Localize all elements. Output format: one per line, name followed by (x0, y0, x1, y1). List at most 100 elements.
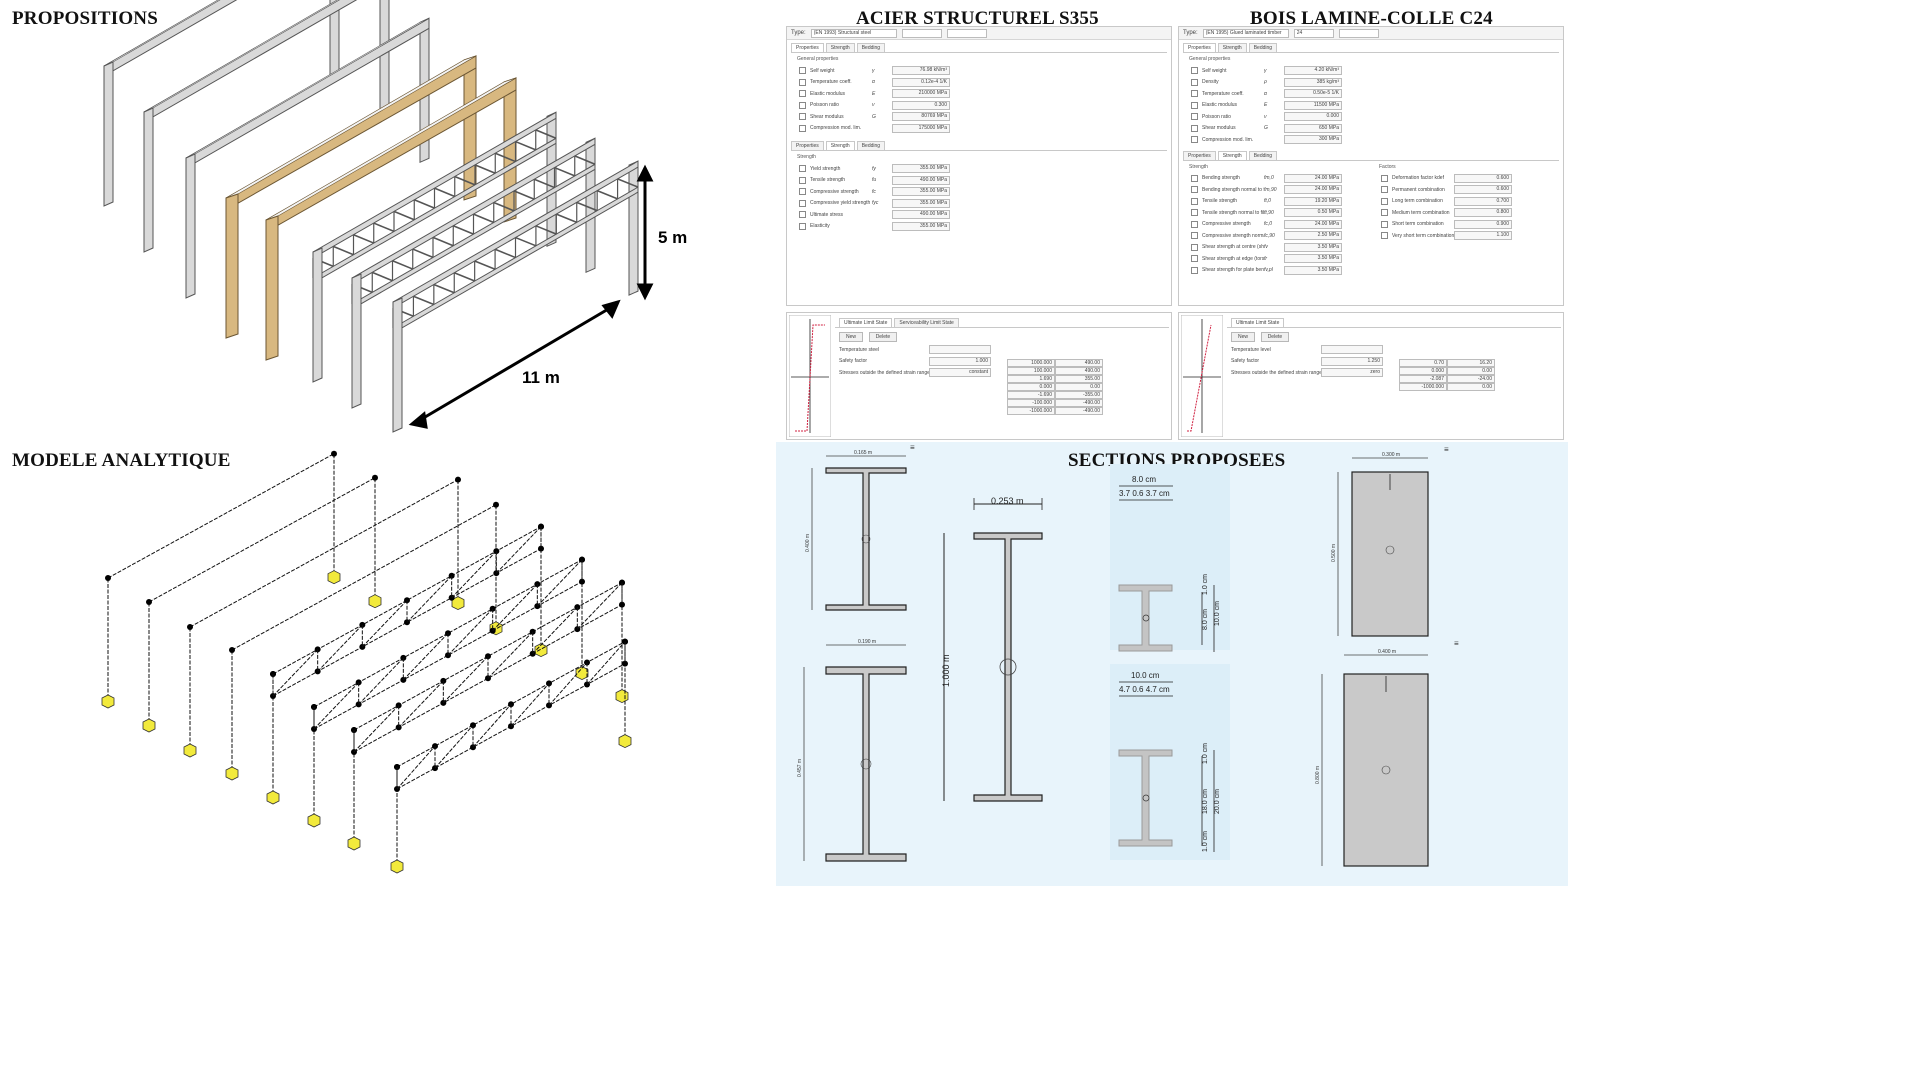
steel-strength-tab-0[interactable]: Properties (791, 141, 824, 150)
steel-strength-value[interactable]: 355.00 MPa (892, 221, 950, 231)
steel-uls-table-cell[interactable]: 490.00 (1055, 367, 1103, 375)
steel-prop-value[interactable]: 210000 MPa (892, 89, 950, 99)
timber-uls-delete-button[interactable]: Delete (1260, 332, 1290, 342)
timber-strength-value[interactable]: 3.50 MPa (1284, 265, 1342, 275)
steel-prop-value[interactable]: 80769 MPa (892, 112, 950, 122)
timber-strength-tab-1[interactable]: Strength (1217, 150, 1247, 160)
timber-service-class[interactable] (1338, 28, 1379, 38)
timber-tab-0[interactable]: Properties (1183, 43, 1216, 52)
steel-strength-tab-1[interactable]: Strength (825, 141, 855, 150)
timber-tab-1[interactable]: Strength (1217, 43, 1247, 52)
timber-factor-checkbox[interactable] (1381, 209, 1388, 217)
timber-strength-checkbox[interactable] (1191, 220, 1198, 228)
steel-uls-delete-button[interactable]: Delete (868, 332, 898, 342)
steel-uls-table-cell[interactable]: 355.00 (1055, 375, 1103, 383)
timber-strength-checkbox[interactable] (1191, 209, 1198, 217)
steel-strength-value[interactable]: 490.00 MPa (892, 210, 950, 220)
timber-prop-value[interactable]: 4.20 kN/m³ (1284, 66, 1342, 76)
timber-prop-value[interactable]: 650 MPa (1284, 123, 1342, 133)
steel-prop-value[interactable]: 175000 MPa (892, 123, 950, 133)
steel-uls-table-cell[interactable]: 0.00 (1055, 383, 1103, 391)
timber-strength-checkbox[interactable] (1191, 266, 1198, 274)
timber-factor-checkbox[interactable] (1381, 220, 1388, 228)
timber-strength-checkbox[interactable] (1191, 197, 1198, 205)
steel-uls-table-cell[interactable]: 100.000 (1007, 367, 1055, 375)
steel-uls-field-value[interactable]: 1.000 (929, 356, 991, 366)
timber-strength-checkbox[interactable] (1191, 174, 1198, 182)
timber-factor-checkbox[interactable] (1381, 232, 1388, 240)
steel-prop-value[interactable]: 0.12e-4 1/K (892, 77, 950, 87)
steel-prop-checkbox[interactable] (799, 90, 806, 98)
timber-uls-table-cell[interactable]: 0.00 (1447, 383, 1495, 391)
timber-strength-value[interactable]: 3.50 MPa (1284, 242, 1342, 252)
timber-tab-2[interactable]: Bedding (1248, 43, 1278, 52)
steel-uls-table-cell[interactable]: -490.00 (1055, 407, 1103, 415)
steel-material-select[interactable]: (EN 1993) Structural steel (810, 28, 897, 38)
timber-strength-value[interactable]: 0.50 MPa (1284, 208, 1342, 218)
steel-strength-value[interactable]: 355.00 MPa (892, 187, 950, 197)
steel-prop-checkbox[interactable] (799, 78, 806, 86)
timber-uls-table-cell[interactable]: -1000.000 (1399, 383, 1447, 391)
steel-uls-table-cell[interactable]: 1.690 (1007, 375, 1055, 383)
timber-uls-table-cell[interactable]: 0.00 (1447, 367, 1495, 375)
timber-uls-field-value[interactable]: 1.250 (1321, 356, 1383, 366)
steel-uls-table-cell[interactable]: -355.00 (1055, 391, 1103, 399)
steel-strength-tab-2[interactable]: Bedding (856, 141, 886, 150)
timber-strength-checkbox[interactable] (1191, 255, 1198, 263)
steel-tab-0[interactable]: Properties (791, 43, 824, 52)
steel-classification[interactable] (901, 28, 942, 38)
steel-uls-field-value[interactable]: constant (929, 368, 991, 378)
steel-uls-table-cell[interactable]: -100.000 (1007, 399, 1055, 407)
timber-prop-checkbox[interactable] (1191, 78, 1198, 86)
steel-uls-table-cell[interactable]: 1000.000 (1007, 359, 1055, 367)
timber-uls-table-cell[interactable]: 0.000 (1399, 367, 1447, 375)
steel-strength-value[interactable]: 355.00 MPa (892, 198, 950, 208)
timber-factor-value[interactable]: 0.800 (1454, 208, 1512, 218)
timber-prop-value[interactable]: 0.50e-5 1/K (1284, 89, 1342, 99)
steel-strength-value[interactable]: 355.00 MPa (892, 164, 950, 174)
timber-uls-table-cell[interactable]: -2.087 (1399, 375, 1447, 383)
steel-uls-table-cell[interactable]: 490.00 (1055, 359, 1103, 367)
timber-uls-table-cell[interactable]: 16.20 (1447, 359, 1495, 367)
timber-strength-value[interactable]: 24.00 MPa (1284, 185, 1342, 195)
timber-classification[interactable]: 24 (1293, 28, 1334, 38)
timber-prop-value[interactable]: 300 MPa (1284, 135, 1342, 145)
timber-strength-value[interactable]: 2.50 MPa (1284, 231, 1342, 241)
timber-prop-value[interactable]: 0.000 (1284, 112, 1342, 122)
timber-strength-value[interactable]: 24.00 MPa (1284, 173, 1342, 183)
timber-factor-checkbox[interactable] (1381, 174, 1388, 182)
steel-uls-table-cell[interactable]: 0.000 (1007, 383, 1055, 391)
timber-uls-table-cell[interactable]: 0.70 (1399, 359, 1447, 367)
steel-uls-table-cell[interactable]: -1000.000 (1007, 407, 1055, 415)
timber-uls-table-cell[interactable]: -24.00 (1447, 375, 1495, 383)
timber-factor-checkbox[interactable] (1381, 197, 1388, 205)
steel-uls-tab-1[interactable]: Serviceability Limit State (894, 318, 959, 327)
timber-strength-checkbox[interactable] (1191, 243, 1198, 251)
timber-strength-value[interactable]: 19.20 MPa (1284, 196, 1342, 206)
timber-strength-value[interactable]: 24.00 MPa (1284, 219, 1342, 229)
steel-prop-checkbox[interactable] (799, 113, 806, 121)
timber-prop-checkbox[interactable] (1191, 90, 1198, 98)
timber-factor-value[interactable]: 0.700 (1454, 196, 1512, 206)
timber-uls-tab-0[interactable]: Ultimate Limit State (1231, 318, 1285, 327)
steel-strength-checkbox[interactable] (799, 199, 806, 207)
steel-prop-checkbox[interactable] (799, 67, 806, 75)
steel-uls-tab-0[interactable]: Ultimate Limit State (839, 318, 893, 327)
timber-factor-value[interactable]: 0.900 (1454, 219, 1512, 229)
timber-strength-value[interactable]: 3.50 MPa (1284, 254, 1342, 264)
timber-strength-checkbox[interactable] (1191, 186, 1198, 194)
timber-prop-value[interactable]: 11500 MPa (1284, 100, 1342, 110)
steel-strength-checkbox[interactable] (799, 188, 806, 196)
timber-uls-field-value[interactable]: zero (1321, 368, 1383, 378)
steel-prop-checkbox[interactable] (799, 124, 806, 132)
timber-uls-new-button[interactable]: New (1231, 332, 1256, 342)
steel-strength-checkbox[interactable] (799, 176, 806, 184)
timber-uls-field-value[interactable] (1321, 345, 1383, 355)
steel-uls-field-value[interactable] (929, 345, 991, 355)
timber-material-select[interactable]: (EN 1995) Glued laminated timber (1202, 28, 1289, 38)
timber-factor-value[interactable]: 0.600 (1454, 173, 1512, 183)
timber-prop-checkbox[interactable] (1191, 67, 1198, 75)
steel-prop-value[interactable]: 76.98 kN/m³ (892, 66, 950, 76)
steel-strength-checkbox[interactable] (799, 211, 806, 219)
steel-prop-value[interactable]: 0.300 (892, 100, 950, 110)
